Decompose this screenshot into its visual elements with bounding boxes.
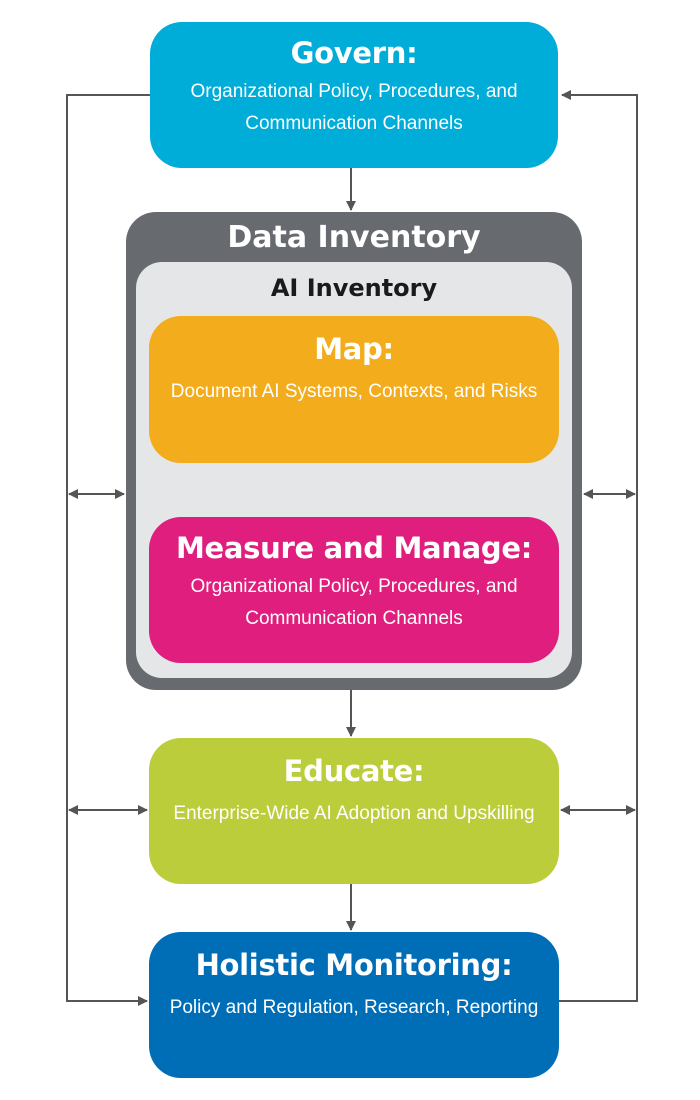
left-rail-connector bbox=[66, 94, 150, 1006]
map-description: Document AI Systems, Contexts, and Risks bbox=[170, 381, 538, 402]
map-box: Map: Document AI Systems, Contexts, and … bbox=[149, 316, 559, 463]
ai-inventory-title: AI Inventory bbox=[270, 274, 438, 302]
measure-manage-line-1: Organizational Policy, Procedures, and bbox=[190, 576, 518, 597]
measure-manage-line-2: Communication Channels bbox=[245, 608, 463, 629]
measure-manage-title: Measure and Manage: bbox=[175, 531, 533, 565]
holistic-monitoring-description: Policy and Regulation, Research, Reporti… bbox=[169, 997, 539, 1018]
educate-description: Enterprise-Wide AI Adoption and Upskilli… bbox=[173, 803, 535, 824]
measure-manage-description: Organizational Policy, Procedures, and C… bbox=[149, 571, 559, 635]
educate-title: Educate: bbox=[283, 754, 425, 788]
govern-description: Organizational Policy, Procedures, and C… bbox=[150, 76, 558, 140]
holistic-monitoring-box: Holistic Monitoring: Policy and Regulati… bbox=[149, 932, 559, 1078]
govern-title: Govern: bbox=[290, 36, 418, 70]
data-inventory-title: Data Inventory bbox=[227, 220, 481, 255]
holistic-monitoring-title: Holistic Monitoring: bbox=[195, 948, 513, 982]
govern-line-2: Communication Channels bbox=[245, 113, 463, 134]
measure-manage-box: Measure and Manage: Organizational Polic… bbox=[149, 517, 559, 663]
govern-line-1: Organizational Policy, Procedures, and bbox=[190, 81, 518, 102]
map-title: Map: bbox=[314, 332, 394, 366]
right-rail-connector bbox=[559, 90, 638, 1002]
govern-box: Govern: Organizational Policy, Procedure… bbox=[150, 22, 558, 168]
educate-box: Educate: Enterprise-Wide AI Adoption and… bbox=[149, 738, 559, 884]
